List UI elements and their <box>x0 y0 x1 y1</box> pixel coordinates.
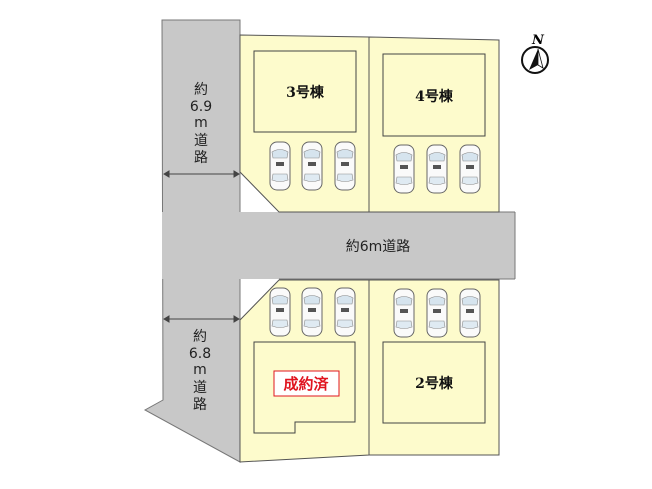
car-icon <box>393 288 415 338</box>
building-2 <box>382 341 486 424</box>
width-arrow-upper <box>163 170 240 178</box>
north-compass-icon: N <box>521 33 549 74</box>
west-road-upper-label: 約 6.9 m 道 路 <box>190 82 212 166</box>
svg-text:6.8: 6.8 <box>189 346 211 362</box>
lot-4-label: 4号棟 <box>415 88 454 105</box>
center-road <box>162 212 515 279</box>
car-icon <box>269 287 291 337</box>
parking-cars <box>269 141 481 338</box>
svg-text:m: m <box>194 115 208 131</box>
svg-text:N: N <box>531 33 545 48</box>
svg-text:m: m <box>193 362 207 378</box>
building-4 <box>382 53 486 137</box>
lot-3-label: 3号棟 <box>286 84 325 101</box>
car-icon <box>426 144 448 194</box>
car-icon <box>334 141 356 191</box>
svg-text:6.9: 6.9 <box>190 99 212 115</box>
car-icon <box>459 144 481 194</box>
svg-text:路: 路 <box>193 397 207 413</box>
car-icon <box>269 141 291 191</box>
lot-2-label: 2号棟 <box>415 375 454 392</box>
width-arrow-lower <box>163 315 240 323</box>
car-icon <box>301 141 323 191</box>
sold-badge: 成約済 <box>283 375 329 393</box>
car-icon <box>459 288 481 338</box>
car-icon <box>393 144 415 194</box>
svg-text:約: 約 <box>194 82 208 98</box>
svg-text:道: 道 <box>193 380 207 396</box>
car-icon <box>334 287 356 337</box>
west-road-lower-label: 約 6.8 m 道 路 <box>189 329 211 413</box>
sold-badge-frame <box>273 370 340 397</box>
center-road-label: 約6m道路 <box>346 239 411 255</box>
car-icon <box>426 288 448 338</box>
car-icon <box>301 287 323 337</box>
svg-text:路: 路 <box>194 150 208 166</box>
svg-text:道: 道 <box>194 133 208 149</box>
svg-text:約: 約 <box>193 329 207 345</box>
building-3 <box>253 50 357 133</box>
